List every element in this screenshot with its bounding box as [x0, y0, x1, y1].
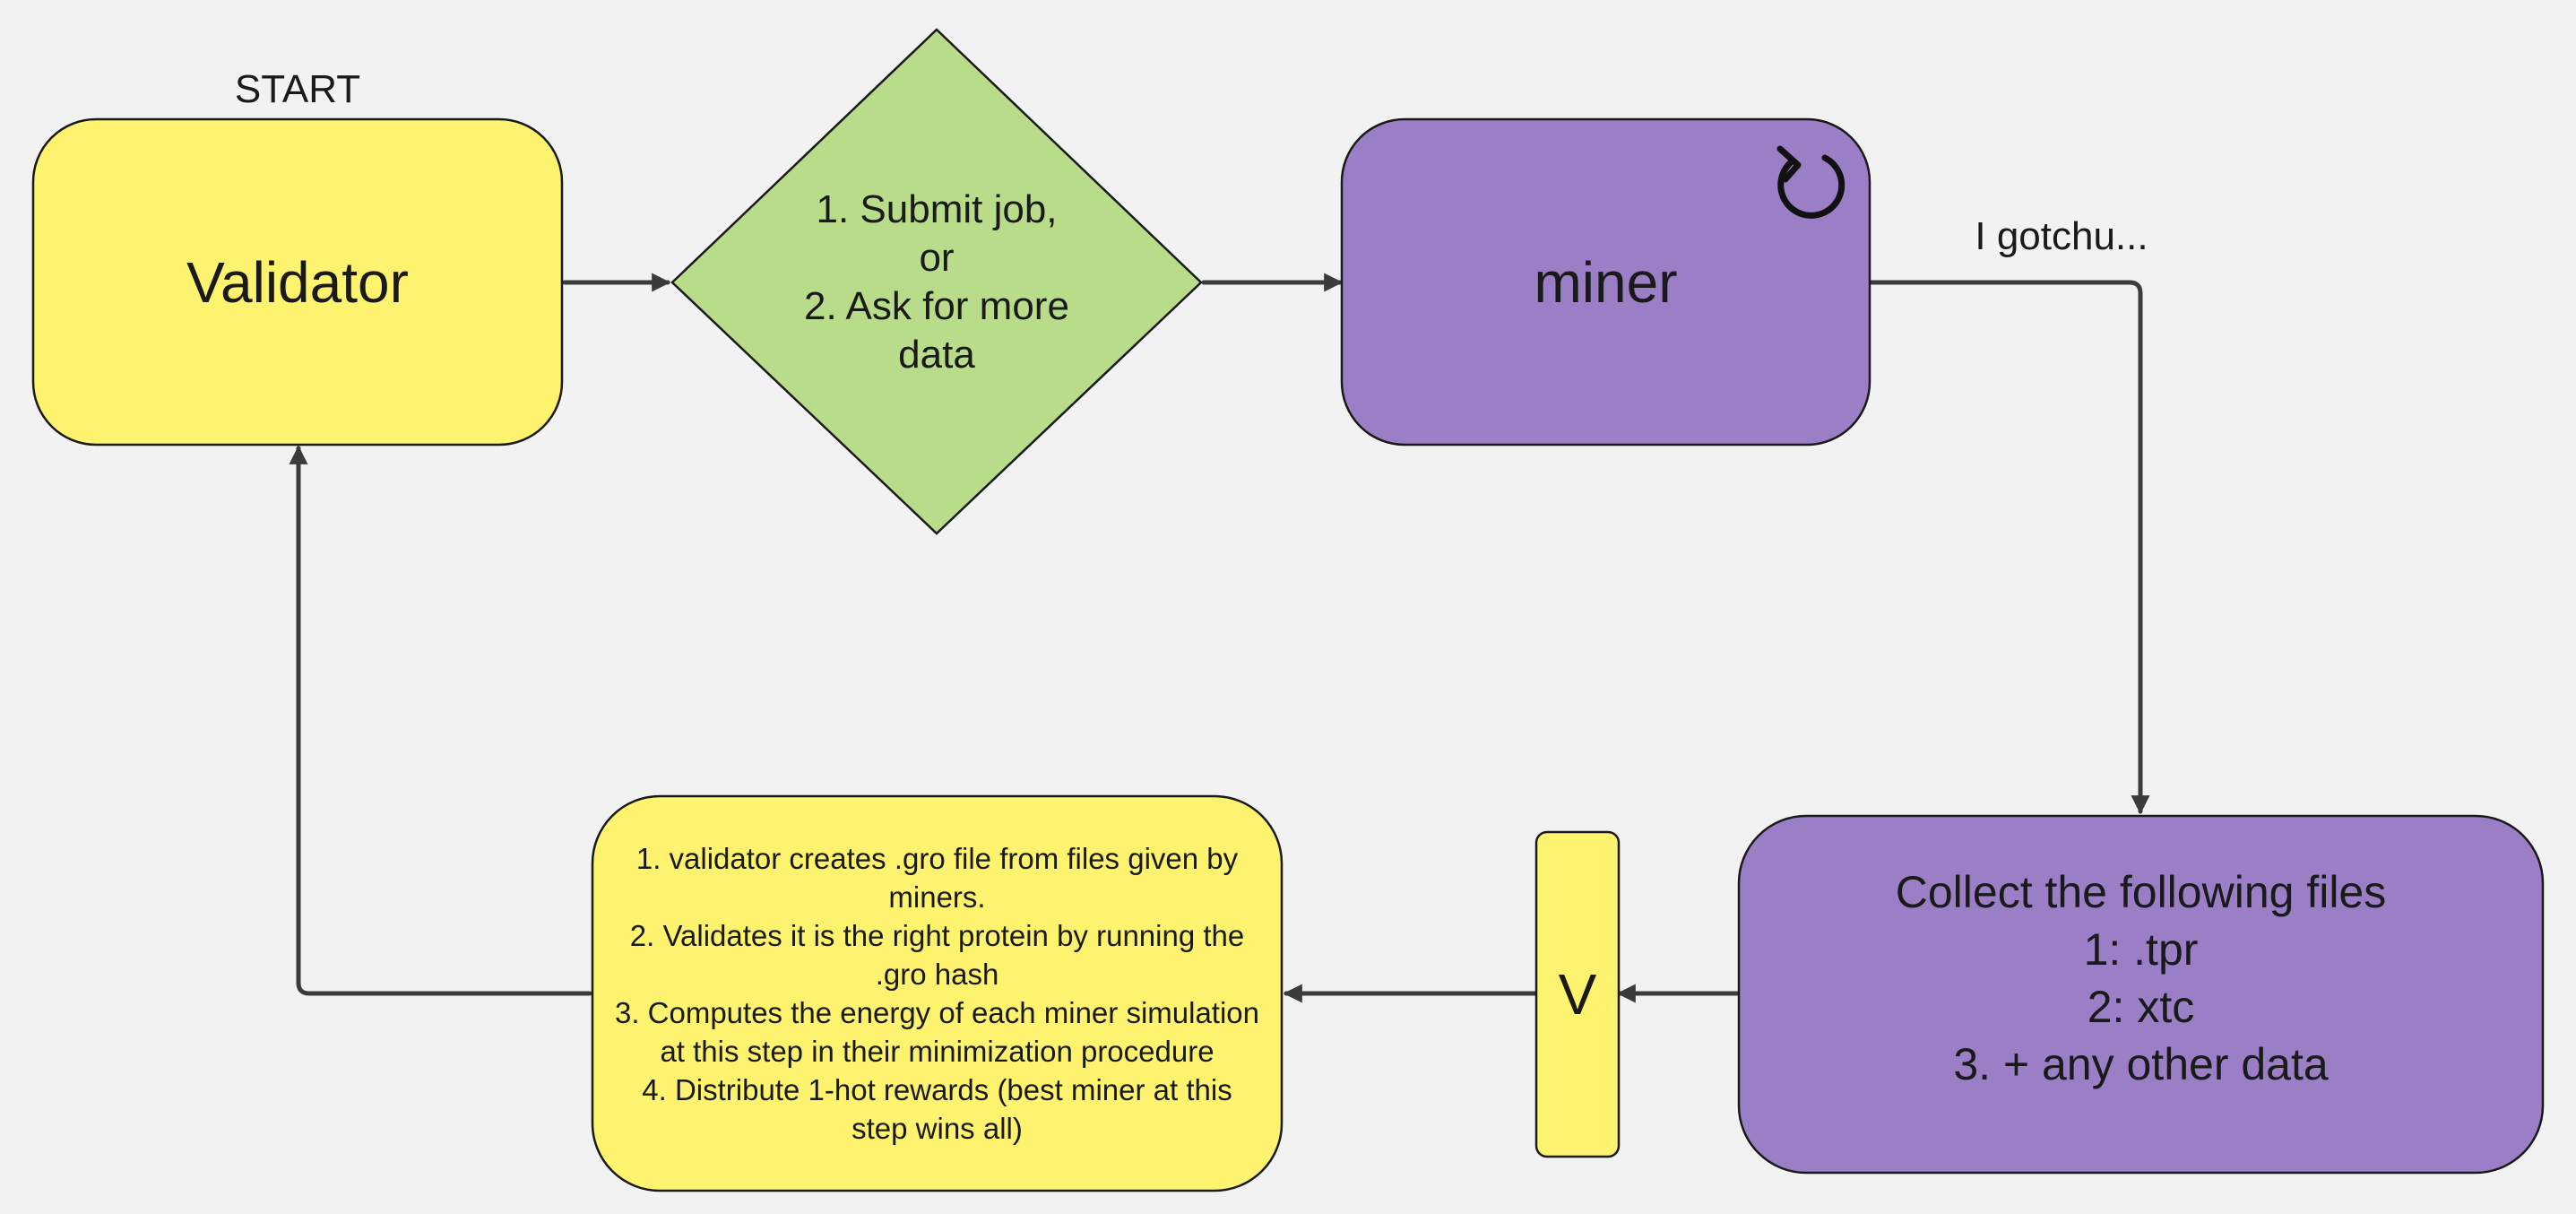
process-line-4: .gro hash — [875, 958, 999, 991]
process-label: 1. validator creates .gro file from file… — [592, 796, 1282, 1191]
process-line-8: step wins all) — [851, 1112, 1023, 1145]
collect-files-node[interactable] — [1737, 814, 2545, 1175]
decision-line-4: data — [898, 333, 975, 377]
process-line-5: 3. Computes the energy of each miner sim… — [614, 996, 1260, 1029]
collect-files-label: Collect the following files 1: .tpr 2: x… — [1739, 816, 2543, 1173]
v-label: V — [1558, 962, 1597, 1027]
decision-line-2: or — [919, 236, 955, 280]
miner-node[interactable] — [1340, 117, 1871, 447]
process-line-6: at this step in their minimization proce… — [660, 1035, 1215, 1068]
miner-label: miner — [1534, 249, 1678, 315]
v-node[interactable] — [1534, 830, 1621, 1158]
collect-line-1: Collect the following files — [1895, 867, 2387, 917]
process-line-2: miners. — [888, 880, 986, 914]
connector-process-to-validator — [289, 445, 592, 996]
decision-line-3: 2. Ask for more — [804, 284, 1069, 328]
validator-node[interactable] — [31, 117, 564, 447]
connector-miner-to-collect — [1869, 280, 2150, 815]
rotate-ccw-icon — [1776, 145, 1846, 219]
decision-line-1: 1. Submit job, — [816, 187, 1058, 231]
start-label: START — [234, 67, 361, 111]
collect-line-2: 1: .tpr — [2083, 924, 2199, 975]
collect-line-3: 2: xtc — [2087, 982, 2195, 1032]
collect-line-4: 3. + any other data — [1953, 1039, 2329, 1089]
process-line-7: 4. Distribute 1-hot rewards (best miner … — [642, 1073, 1232, 1106]
decision-node[interactable] — [670, 28, 1203, 535]
process-line-1: 1. validator creates .gro file from file… — [635, 842, 1239, 875]
miner-note: I gotchu... — [1975, 214, 2148, 258]
process-node[interactable] — [591, 794, 1284, 1192]
process-line-3: 2. Validates it is the right protein by … — [629, 919, 1245, 952]
decision-label: 1. Submit job, or 2. Ask for more data — [757, 184, 1116, 381]
validator-label: Validator — [186, 249, 409, 315]
